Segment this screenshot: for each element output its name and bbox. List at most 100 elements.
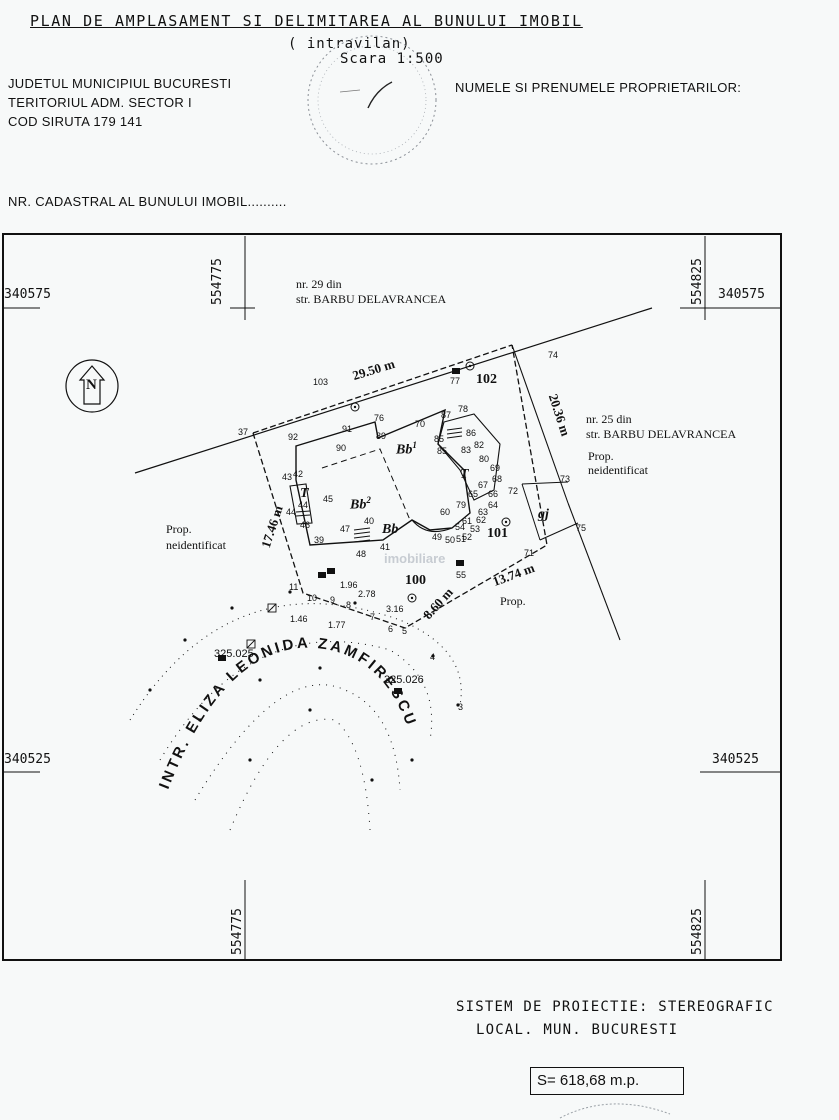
street-name: INTR. ELIZA LEONIDA ZAMFIRESCU (156, 635, 417, 792)
svg-text:4: 4 (430, 652, 435, 662)
svg-text:50: 50 (445, 535, 455, 545)
svg-text:67: 67 (478, 480, 488, 490)
garage-label: gj (538, 507, 549, 522)
svg-text:41: 41 (380, 542, 390, 552)
svg-text:1.77: 1.77 (328, 620, 346, 630)
station-point-102: 102 (476, 372, 497, 387)
svg-text:69: 69 (490, 463, 500, 473)
svg-text:74: 74 (548, 350, 558, 360)
area-total: S= 618,68 m.p. (530, 1067, 684, 1095)
grid-y-top-left: 340575 (4, 287, 51, 302)
svg-text:43: 43 (282, 472, 292, 482)
svg-text:52: 52 (462, 532, 472, 542)
svg-text:75: 75 (576, 523, 586, 533)
svg-text:40: 40 (364, 516, 374, 526)
north-arrow-icon (65, 359, 119, 413)
station-point-100: 100 (405, 573, 426, 588)
svg-text:60: 60 (440, 507, 450, 517)
svg-text:8: 8 (346, 600, 351, 610)
terrace-left: T (300, 486, 309, 501)
svg-text:INTR. ELIZA LEONIDA ZAMFIRESCU: INTR. ELIZA LEONIDA ZAMFIRESCU (156, 635, 420, 792)
svg-text:55: 55 (456, 570, 466, 580)
projection-line1: SISTEM DE PROIECTIE: STEREOGRAFIC (456, 999, 774, 1015)
svg-text:92: 92 (288, 432, 298, 442)
map-label-point-103: 103 (313, 377, 328, 387)
grid-y-bottom-left: 340525 (4, 752, 51, 767)
svg-text:48: 48 (356, 549, 366, 559)
north-label: N (86, 377, 97, 393)
svg-text:65: 65 (468, 489, 478, 499)
prop-west-line1: Prop. (166, 522, 192, 536)
svg-text:5: 5 (402, 626, 407, 636)
neighbor-north-line2: str. BARBU DELAVRANCEA (296, 292, 447, 306)
cadastral-label: NR. CADASTRAL AL BUNULUI IMOBIL.........… (8, 194, 287, 209)
svg-text:64: 64 (488, 500, 498, 510)
svg-text:1.96: 1.96 (340, 580, 358, 590)
svg-text:79: 79 (456, 500, 466, 510)
svg-text:66: 66 (488, 489, 498, 499)
svg-text:85: 85 (437, 446, 447, 456)
prop-east-line2: neidentificat (588, 463, 648, 477)
svg-text:68: 68 (492, 474, 502, 484)
svg-text:71: 71 (524, 548, 534, 558)
elevation-1: 325.025 (214, 648, 254, 660)
svg-text:49: 49 (432, 532, 442, 542)
county-label: JUDETUL MUNICIPIUL BUCURESTI (8, 76, 232, 91)
svg-text:83: 83 (461, 445, 471, 455)
svg-text:9: 9 (330, 595, 335, 605)
projection-line2: LOCAL. MUN. BUCURESTI (476, 1022, 679, 1038)
svg-text:10: 10 (307, 593, 317, 603)
svg-text:87: 87 (441, 410, 451, 420)
svg-text:37: 37 (238, 427, 248, 437)
svg-text:6: 6 (388, 624, 393, 634)
grid-y-bottom-right: 340525 (712, 752, 759, 767)
svg-text:51: 51 (456, 534, 466, 544)
svg-text:77: 77 (450, 376, 460, 386)
building-bb2: Bb2 (350, 495, 371, 513)
svg-text:11: 11 (289, 582, 298, 592)
svg-text:80: 80 (479, 454, 489, 464)
watermark-logo: imobiliare (384, 551, 446, 566)
svg-text:39: 39 (314, 535, 324, 545)
building-bb-small: Bb (382, 522, 399, 537)
svg-text:2.78: 2.78 (358, 589, 376, 599)
svg-text:53: 53 (470, 524, 480, 534)
svg-text:3: 3 (458, 702, 463, 712)
grid-y-top-right: 340575 (718, 287, 765, 302)
svg-text:78: 78 (458, 404, 468, 414)
svg-text:42: 42 (293, 469, 303, 479)
svg-text:7: 7 (370, 612, 375, 622)
svg-text:82: 82 (474, 440, 484, 450)
map-frame (2, 233, 782, 961)
svg-text:46: 46 (300, 520, 310, 530)
svg-text:86: 86 (466, 428, 476, 438)
svg-text:73: 73 (560, 474, 570, 484)
svg-text:44: 44 (286, 507, 296, 517)
svg-text:3.16: 3.16 (386, 604, 404, 614)
station-point-101: 101 (487, 526, 508, 541)
svg-text:44: 44 (298, 500, 308, 510)
svg-text:61: 61 (462, 516, 472, 526)
svg-text:91: 91 (342, 424, 352, 434)
prop-west-line2: neidentificat (166, 538, 226, 552)
svg-text:90: 90 (336, 443, 346, 453)
svg-text:70: 70 (415, 419, 425, 429)
svg-text:85: 85 (434, 434, 444, 444)
territory-label: TERITORIUL ADM. SECTOR I (8, 95, 192, 110)
svg-text:89: 89 (376, 431, 386, 441)
svg-text:54: 54 (455, 522, 465, 532)
svg-text:1.46: 1.46 (290, 614, 308, 624)
svg-text:62: 62 (476, 515, 486, 525)
building-bb1: Bb1 (396, 440, 417, 458)
neighbor-east-line2: str. BARBU DELAVRANCEA (586, 427, 737, 441)
svg-text:63: 63 (478, 507, 488, 517)
prop-south: Prop. (500, 594, 526, 608)
neighbor-north-line1: nr. 29 din (296, 277, 342, 291)
svg-text:45: 45 (323, 494, 333, 504)
plan-title: PLAN DE AMPLASAMENT SI DELIMITAREA AL BU… (30, 12, 583, 30)
svg-text:76: 76 (374, 413, 384, 423)
prop-east-line1: Prop. (588, 449, 614, 463)
elevation-2: 325.026 (384, 674, 424, 686)
